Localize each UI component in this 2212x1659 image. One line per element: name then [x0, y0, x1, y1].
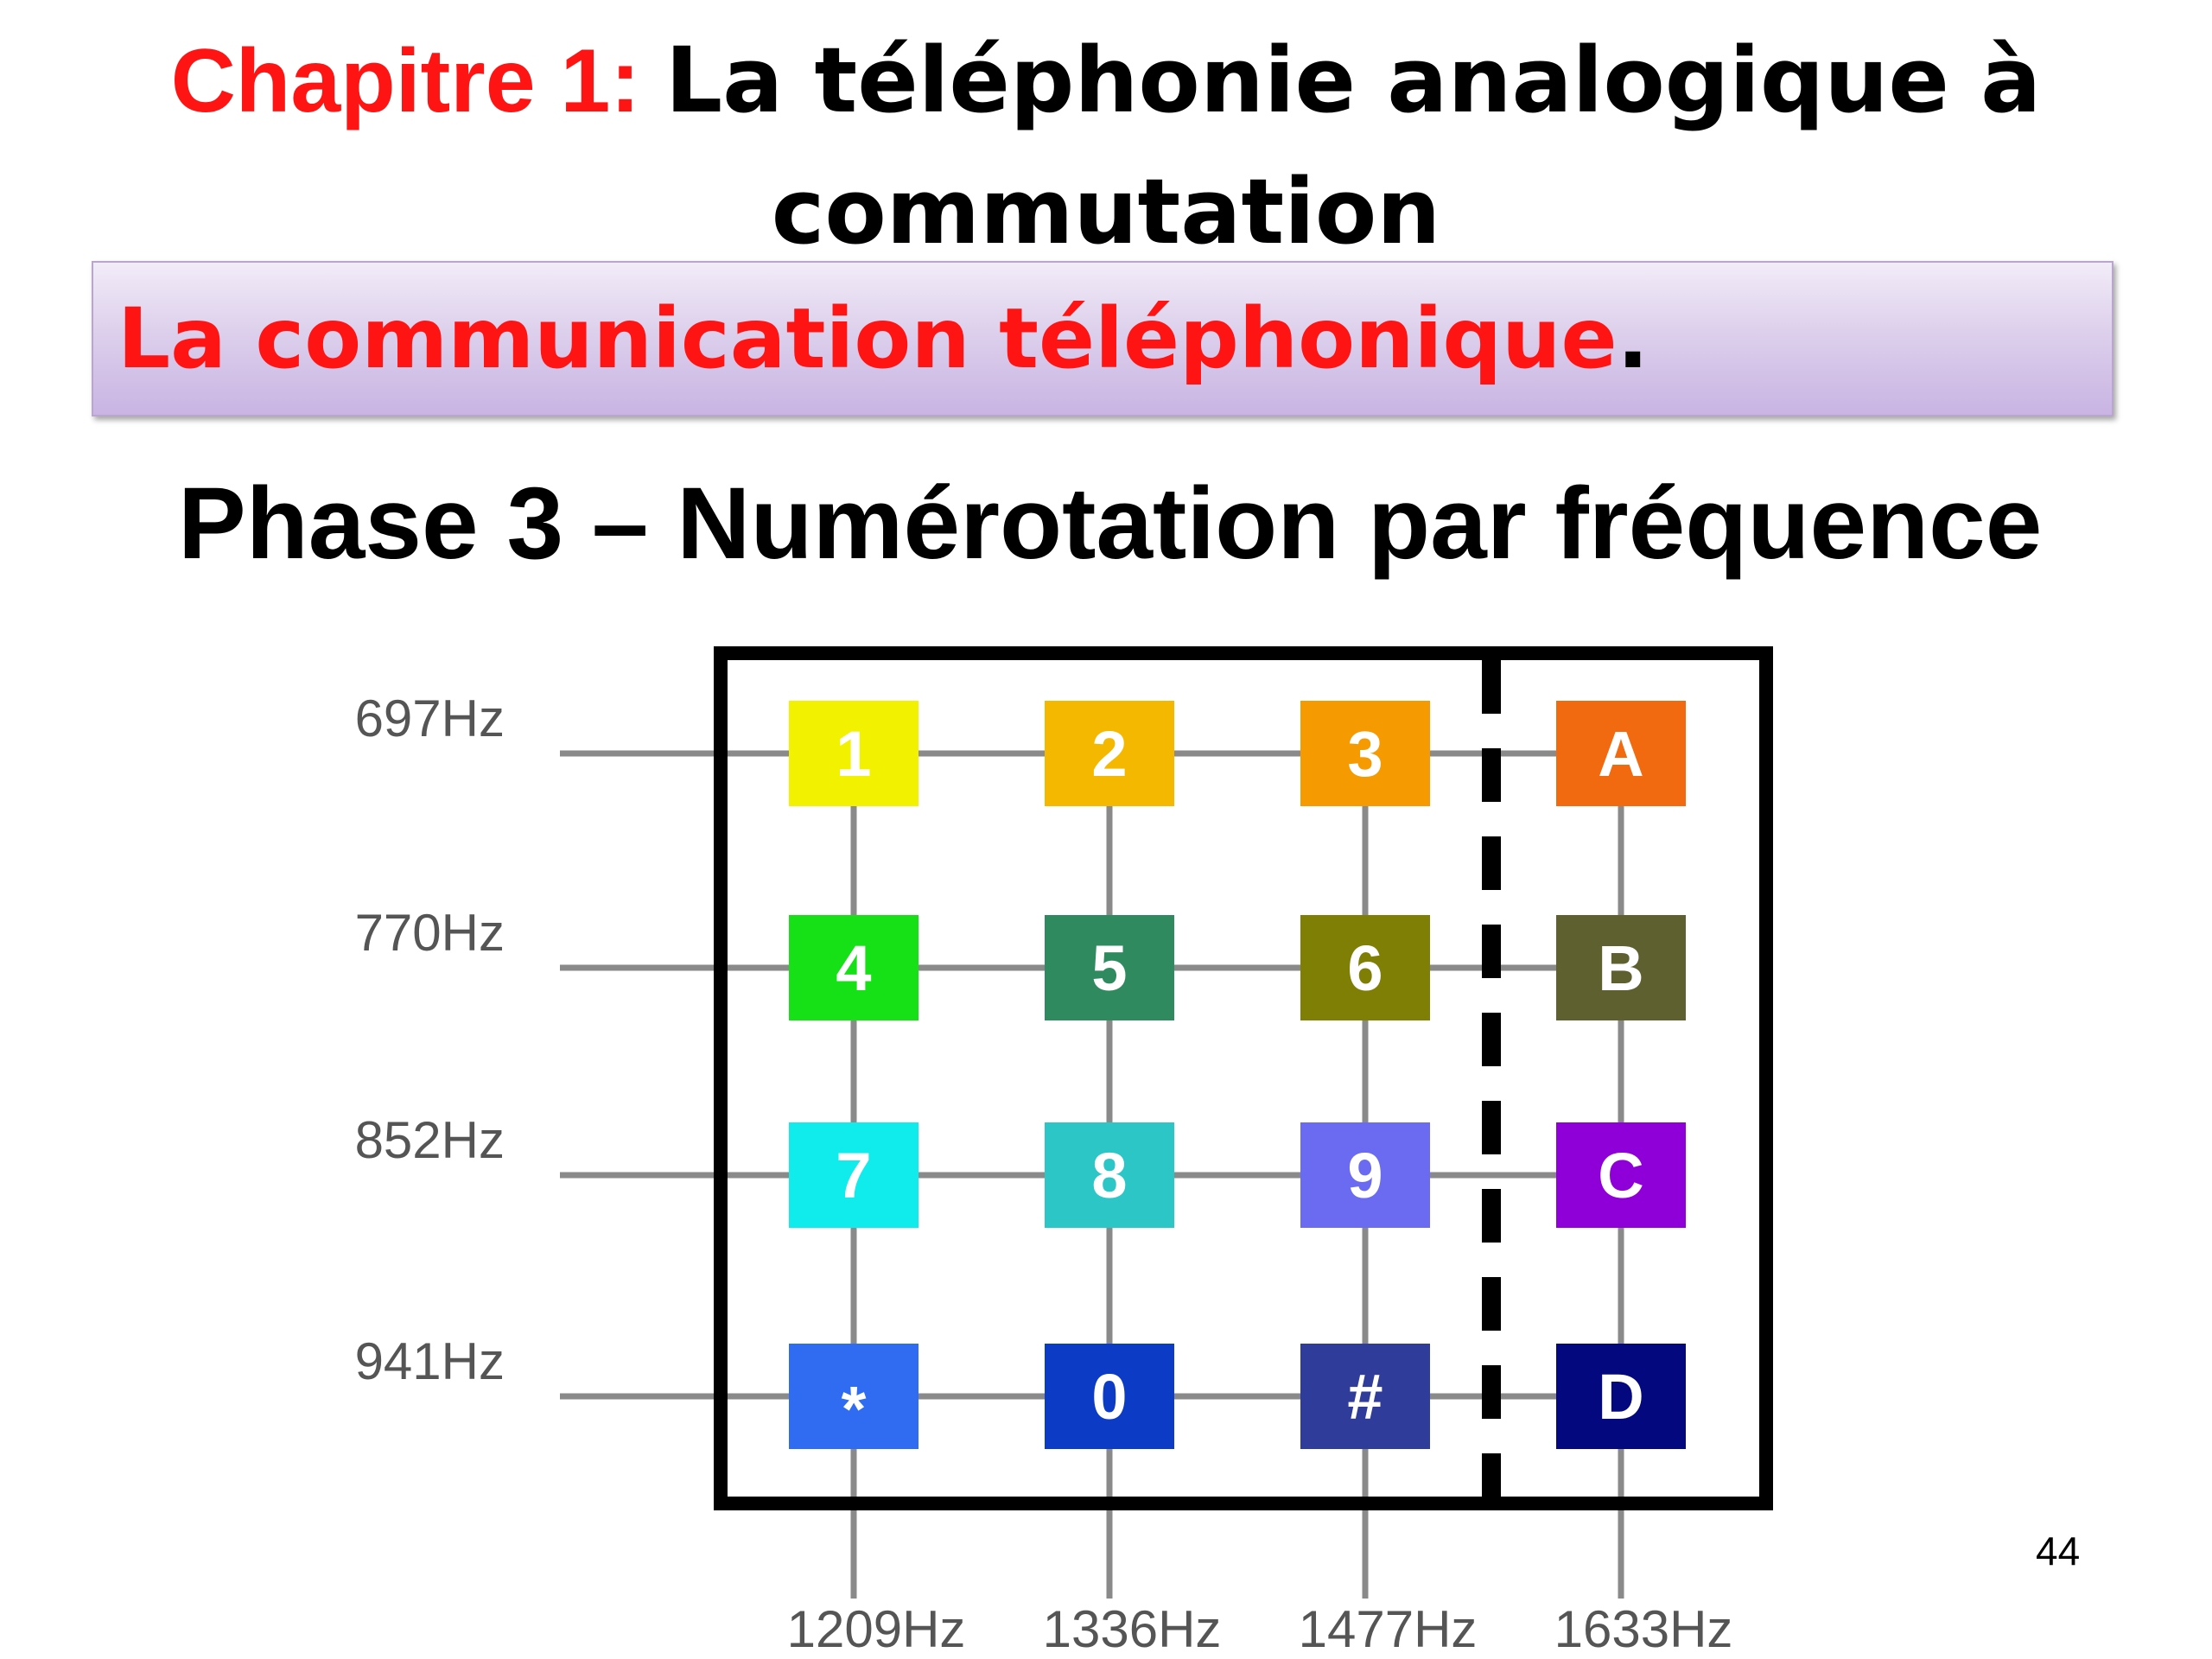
keypad-key-label: 0 [1091, 1361, 1127, 1433]
keypad-key-label: B [1598, 932, 1643, 1004]
row-frequency-label: 852Hz [355, 1111, 505, 1169]
keypad-key [1300, 701, 1430, 806]
keypad-key-label: 6 [1347, 932, 1382, 1004]
keypad-key [789, 1344, 918, 1449]
column-frequency-label: 1336Hz [1043, 1600, 1222, 1658]
keypad-key-label: D [1598, 1361, 1643, 1433]
keypad-key [1556, 1344, 1686, 1449]
keypad-key [789, 701, 918, 806]
keypad-key [1556, 1122, 1686, 1228]
keypad-key-label: C [1598, 1140, 1643, 1211]
keypad-key-label: 9 [1347, 1140, 1382, 1211]
keypad-frame [714, 646, 1773, 1510]
row-frequency-label: 697Hz [355, 690, 505, 747]
keypad-key [1300, 1344, 1430, 1449]
keypad-key-label: 3 [1347, 718, 1382, 790]
keypad-key-label: * [842, 1373, 867, 1445]
keypad-key-label: 2 [1091, 718, 1127, 790]
keypad-key [1045, 1344, 1174, 1449]
keypad-key-label: 7 [836, 1140, 871, 1211]
keypad-key [789, 1122, 918, 1228]
section-title-period: . [1617, 290, 1649, 387]
keypad-key [1556, 701, 1686, 806]
keypad-key [1300, 1122, 1430, 1228]
section-title-banner: La communication téléphonique. [92, 261, 2113, 416]
keypad-key-label: # [1347, 1361, 1382, 1433]
chapter-label: Chapitre 1: [170, 31, 640, 131]
keypad-key [1300, 915, 1430, 1020]
keypad-key [789, 915, 918, 1020]
keypad-key [1045, 701, 1174, 806]
keypad-key [1556, 915, 1686, 1020]
column-frequency-label: 1209Hz [787, 1600, 966, 1658]
row-frequency-label: 941Hz [355, 1332, 505, 1390]
chapter-title: Chapitre 1: La téléphonie analogique à c… [0, 16, 2212, 278]
chapter-title-text: La téléphonie analogique à commutation [664, 28, 2042, 264]
keypad-key [1045, 915, 1174, 1020]
page-number: 44 [2036, 1529, 2081, 1573]
row-frequency-label: 770Hz [355, 904, 505, 962]
keypad-key-label: 1 [836, 718, 871, 790]
keypad-key-label: 8 [1091, 1140, 1127, 1211]
section-title: La communication téléphonique [118, 290, 1618, 387]
keypad-key-label: A [1598, 718, 1643, 790]
column-frequency-label: 1477Hz [1299, 1600, 1478, 1658]
keypad-key-label: 4 [836, 932, 871, 1004]
column-frequency-label: 1633Hz [1554, 1600, 1733, 1658]
keypad-key-label: 5 [1091, 932, 1127, 1004]
phase-title: Phase 3 – Numérotation par fréquence [178, 467, 2043, 581]
keypad-key [1045, 1122, 1174, 1228]
